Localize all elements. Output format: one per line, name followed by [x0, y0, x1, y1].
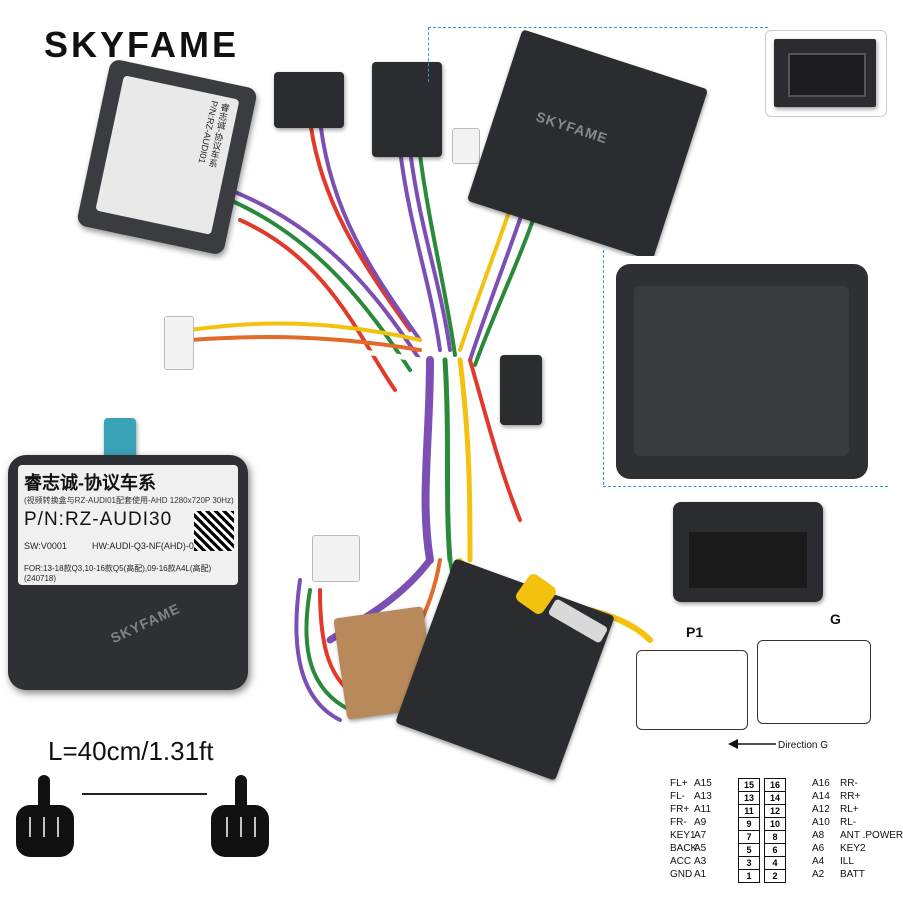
arrow-left-icon — [728, 739, 776, 749]
watermark-2: SKYFAME — [108, 599, 183, 647]
dotted-line-right-v — [603, 250, 604, 485]
connector-side-black — [500, 355, 542, 425]
pin-row: FR+ — [670, 804, 690, 815]
connector-top-mid — [372, 62, 442, 157]
dotted-line-right-h — [603, 486, 888, 487]
direction-label: Direction G — [778, 740, 829, 751]
video-module: 睿志诚-协议车系 (视频转换盒与RZ-AUDI01配套使用-AHD 1280x7… — [8, 455, 248, 690]
pin-row: GND — [670, 869, 693, 880]
pin-row: KEY1 — [670, 830, 696, 841]
module-part-number: P/N:RZ-AUDI30 — [24, 509, 173, 530]
connector-white-bottom — [312, 535, 360, 582]
module-hw: HW:AUDI-Q3-NF(AHD)-0000 — [92, 541, 209, 551]
qr-code — [194, 511, 234, 551]
label-p1: P1 — [686, 624, 704, 640]
pin-row: ACC — [670, 856, 692, 867]
zoom-quadlock — [610, 256, 875, 488]
connector-top-left — [274, 72, 344, 128]
video-module-label: 睿志诚-协议车系 (视频转换盒与RZ-AUDI01配套使用-AHD 1280x7… — [18, 465, 238, 585]
cable-length: L=40cm/1.31ft — [48, 736, 214, 766]
module-for: FOR:13-18款Q3,10-16款Q5(高配),09-16款A4L(高配)(… — [24, 564, 212, 583]
dotted-line-top — [428, 27, 768, 28]
brand-logo: SKYFAME — [44, 24, 240, 65]
pin-row: FL- — [670, 791, 685, 802]
fakra-connector — [104, 418, 136, 460]
pin-row: FL+ — [670, 778, 688, 789]
connector-16pin — [673, 502, 823, 602]
connector-white-left — [164, 316, 194, 370]
watermark-1: SKYFAME — [534, 108, 611, 147]
pin-row: FR- — [670, 817, 687, 828]
module-sw: SW:V0001 — [24, 541, 67, 551]
hand-right-icon — [211, 775, 269, 857]
module-subtitle: (视频转换盒与RZ-AUDI01配套使用-AHD 1280x720P 30Hz) — [24, 496, 234, 505]
module-top-label: 睿志诚-协议车系 P/N:RZ-AUDI01 — [95, 75, 240, 235]
zoom-small-connector — [765, 30, 887, 117]
label-g: G — [830, 611, 841, 627]
connector-white-top — [452, 128, 480, 164]
pin-row: BACK — [670, 843, 698, 854]
dotted-line-top-v — [428, 27, 429, 82]
length-line — [82, 793, 207, 795]
hand-left-icon — [16, 775, 74, 857]
module-title: 睿志诚-协议车系 — [24, 473, 156, 493]
plug-drawing-p1 — [636, 650, 748, 730]
plug-drawing-g — [757, 640, 871, 724]
